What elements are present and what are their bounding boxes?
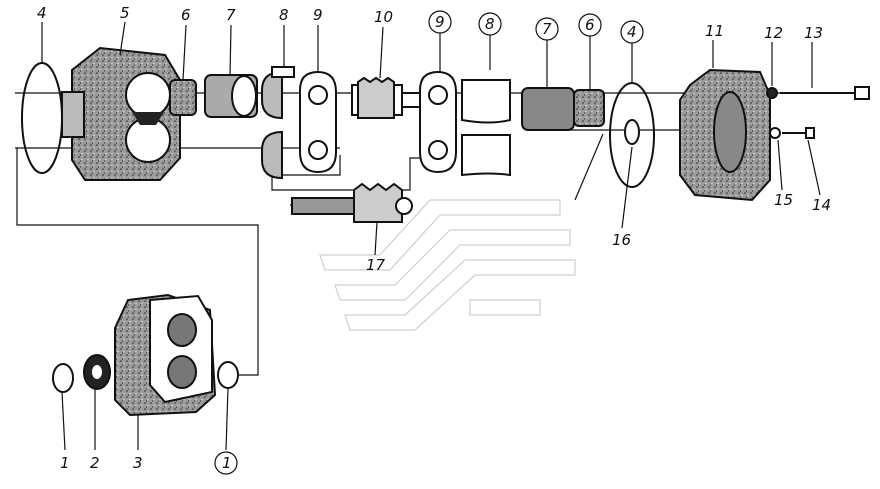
callout-2: 2 (90, 454, 100, 472)
bushing-7-right (521, 87, 575, 131)
callout-12: 12 (764, 24, 783, 42)
seal-plates-8-right (461, 79, 511, 177)
callout-7: 7 (226, 6, 236, 24)
callout-13: 13 (804, 24, 823, 42)
mounting-flange-3 (114, 293, 217, 417)
callout-10: 10 (374, 8, 393, 26)
callout-4: 4 (37, 4, 47, 22)
o-ring-4-right (609, 82, 655, 188)
seal-plates-8-left (261, 66, 295, 180)
drive-shaft-17 (291, 182, 413, 223)
callout-7-circle (535, 17, 559, 41)
callout-6: 6 (181, 6, 191, 24)
callout-16: 16 (612, 231, 631, 249)
callout-4-circle (620, 20, 644, 44)
callout-5: 5 (120, 4, 130, 22)
bearing-6-left (169, 79, 197, 116)
callout-6b: 6 (585, 16, 595, 34)
callout-1b: 1 (222, 454, 232, 472)
callout-4b: 4 (627, 23, 637, 41)
plug-16 (624, 119, 640, 145)
callout-14: 14 (812, 196, 831, 214)
callout-8b: 8 (485, 15, 495, 33)
leader-lines (41, 21, 821, 451)
callout-1: 1 (60, 454, 70, 472)
watermark (319, 199, 576, 331)
snap-ring-1 (52, 363, 74, 393)
callout-11: 11 (705, 22, 724, 40)
callout-3: 3 (133, 454, 143, 472)
callout-17: 17 (366, 256, 386, 274)
wear-plate-9-right (419, 70, 457, 174)
front-housing-5 (61, 46, 181, 181)
rear-cover-11 (679, 68, 771, 202)
callout-8-circle (478, 12, 502, 36)
callout-6-circle (578, 13, 602, 37)
callout-9b: 9 (435, 13, 445, 31)
o-ring-4-left (21, 62, 63, 174)
bearing-6-right (573, 89, 605, 127)
bushing-7-left (204, 74, 258, 118)
washer-15 (769, 127, 781, 139)
callout-labels: 4 5 6 7 8 9 10 9 8 7 6 4 11 12 13 15 14 … (37, 4, 831, 475)
wear-plate-9-left (299, 70, 337, 174)
callout-9-circle (428, 10, 452, 34)
callout-15: 15 (774, 191, 793, 209)
oil-seal-2 (83, 354, 111, 390)
bolt-13 (780, 86, 870, 100)
driven-gear-10 (351, 76, 431, 119)
callout-8: 8 (279, 6, 289, 24)
washer-12 (766, 87, 778, 99)
snap-ring-1-right (217, 361, 239, 389)
callout-7b: 7 (542, 20, 552, 38)
screw-14 (782, 127, 815, 139)
callout-1-circle (214, 451, 238, 475)
callout-9: 9 (313, 6, 323, 24)
